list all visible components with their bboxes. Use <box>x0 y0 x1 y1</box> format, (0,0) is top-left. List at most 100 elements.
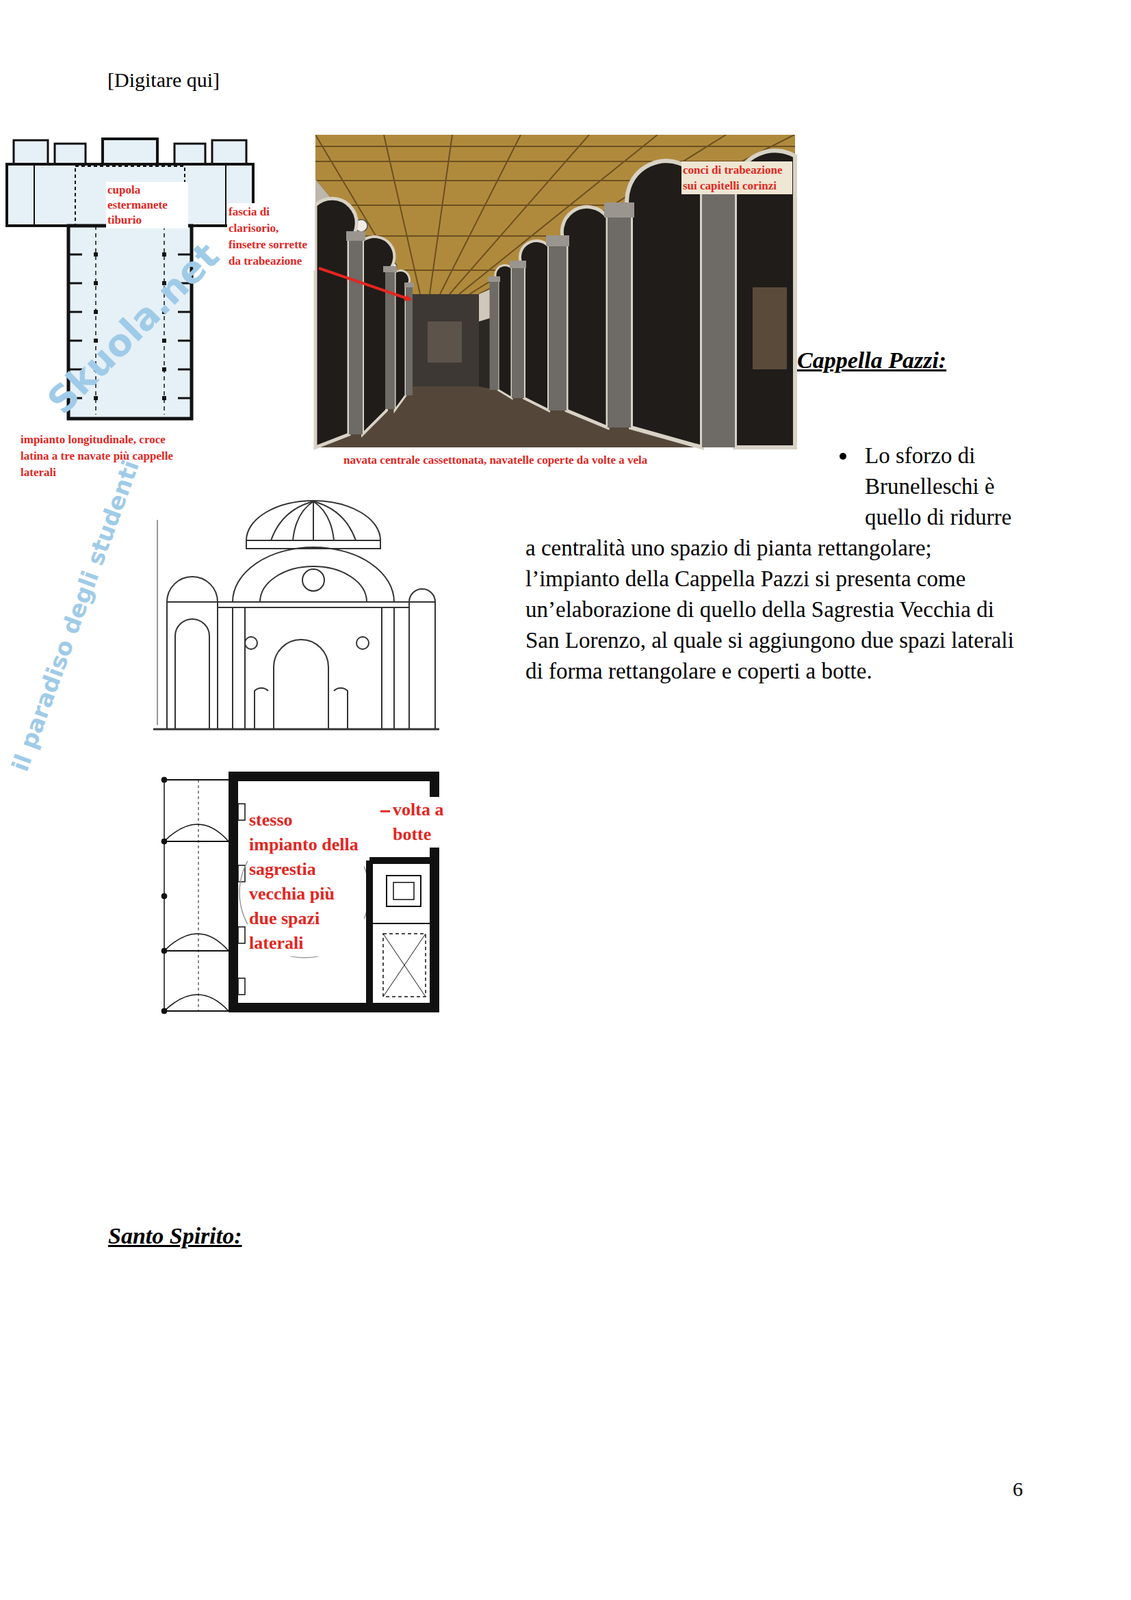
chapel-plan-part <box>198 780 200 1012</box>
church-plan-part <box>162 252 167 257</box>
chapel-section-part <box>260 566 367 603</box>
chapel-plan-part <box>161 948 167 954</box>
chapel-plan-part <box>164 933 229 952</box>
chapel-section-part <box>232 547 395 603</box>
church-plan-part <box>225 164 227 226</box>
chapel-section-part <box>166 576 218 603</box>
nave-photo-part <box>509 260 527 269</box>
chapel-plan-part <box>164 840 229 843</box>
church-plan-part <box>162 396 167 401</box>
chapel-plan-part <box>386 875 421 907</box>
section-heading: Santo Spirito: <box>108 1223 243 1250</box>
body-text: Lo sforzo di Brunelleschi è quello di ri… <box>525 440 1027 687</box>
chapel-section-part <box>273 639 329 730</box>
list-bullet <box>839 452 847 460</box>
chapel-section <box>153 500 440 730</box>
nave-photo-part <box>315 134 796 448</box>
chapel-plan-part <box>161 838 167 845</box>
nave-photo-part <box>346 231 366 241</box>
nave-photo <box>315 134 796 448</box>
church-plan-part <box>162 338 167 343</box>
church-plan-part <box>177 368 192 371</box>
chapel-plan-part <box>383 933 426 997</box>
watermark: il paradiso degli studenti <box>6 456 145 775</box>
church-plan-part <box>174 143 206 165</box>
chapel-section-part <box>409 602 436 730</box>
nave-photo-part <box>489 281 499 390</box>
chapel-section-part <box>246 500 381 541</box>
annotation: cupola estermanete tiburio <box>106 182 189 229</box>
chapel-plan-part <box>372 923 432 925</box>
chapel-section-part <box>166 602 218 730</box>
nave-photo-part <box>511 268 525 399</box>
chapel-plan-part <box>383 933 426 997</box>
nave-photo-part <box>348 240 363 435</box>
chapel-plan-part <box>393 882 414 900</box>
chapel-section-part <box>333 688 348 730</box>
chapel-section-part <box>302 569 325 592</box>
church-plan-part <box>93 281 98 286</box>
chapel-plan-part <box>164 824 229 842</box>
chapel-plan-part <box>238 803 245 821</box>
church-plan-part <box>93 252 98 257</box>
chapel-plan-part <box>369 857 440 865</box>
nave-photo-part <box>405 287 413 396</box>
nave-photo-part <box>702 183 735 448</box>
chapel-plan-part <box>238 927 245 944</box>
nave-photo-part <box>604 202 635 218</box>
nave-photo-part <box>626 160 702 448</box>
church-plan-part <box>177 397 192 400</box>
chapel-section-part <box>217 606 410 609</box>
nave-photo-part-part <box>315 145 796 148</box>
chapel-section-part <box>381 607 395 730</box>
nave-photo-part <box>548 246 567 411</box>
church-plan-part <box>212 140 247 165</box>
chapel-section-part <box>246 540 381 549</box>
chapel-section-part <box>254 688 269 730</box>
chapel-section-part <box>157 520 159 726</box>
chapel-section-part <box>244 637 258 650</box>
body-text-run: Lo sforzo di Brunelleschi è quello di ri… <box>525 443 1014 684</box>
chapel-plan-part <box>161 1008 167 1014</box>
page-header: [Digitare qui] <box>107 68 220 92</box>
chapel-plan-part <box>380 810 390 813</box>
nave-photo-part <box>318 268 411 300</box>
nave-photo-part <box>734 150 796 448</box>
church-plan-part <box>68 253 83 256</box>
chapel-section-part <box>356 637 369 650</box>
chapel-plan-part <box>238 978 245 995</box>
chapel-plan-part <box>366 860 373 1008</box>
chapel-plan-part <box>383 933 426 997</box>
church-plan-part <box>93 309 98 315</box>
chapel-plan-part <box>161 893 167 900</box>
nave-photo-part <box>427 321 462 363</box>
church-plan-part <box>54 143 86 165</box>
annotation: impianto longitudinale, croce latina a t… <box>19 431 192 482</box>
caption-note: navata centrale cassettonata, navatelle … <box>342 451 685 470</box>
chapel-plan-part <box>164 994 229 1012</box>
church-plan <box>6 138 254 419</box>
church-plan-part <box>13 140 48 165</box>
chapel-section-part <box>217 601 410 603</box>
church-plan-part <box>68 340 83 343</box>
church-plan-part <box>102 138 158 167</box>
church-plan-part <box>68 311 83 314</box>
chapel-plan-part <box>164 950 229 952</box>
nave-photo-part <box>546 235 570 247</box>
chapel-section-part <box>270 501 314 541</box>
nave-photo-part <box>487 276 501 282</box>
annotation: fascia di clarisorio, finsetre sorrette … <box>227 203 315 271</box>
section-heading: Cappella Pazzi: <box>797 347 947 374</box>
annotation: volta a botte <box>391 797 464 848</box>
chapel-section-part <box>313 501 356 541</box>
chapel-section-part <box>292 501 314 541</box>
chapel-section-part <box>409 589 436 603</box>
chapel-section-part <box>175 619 210 730</box>
watermark: Skuola.net <box>39 234 228 423</box>
nave-photo-part <box>752 287 787 370</box>
chapel-section-part <box>312 501 315 541</box>
chapel-plan-part <box>164 1010 229 1012</box>
church-plan-part <box>177 340 192 343</box>
nave-photo-part <box>607 217 631 428</box>
